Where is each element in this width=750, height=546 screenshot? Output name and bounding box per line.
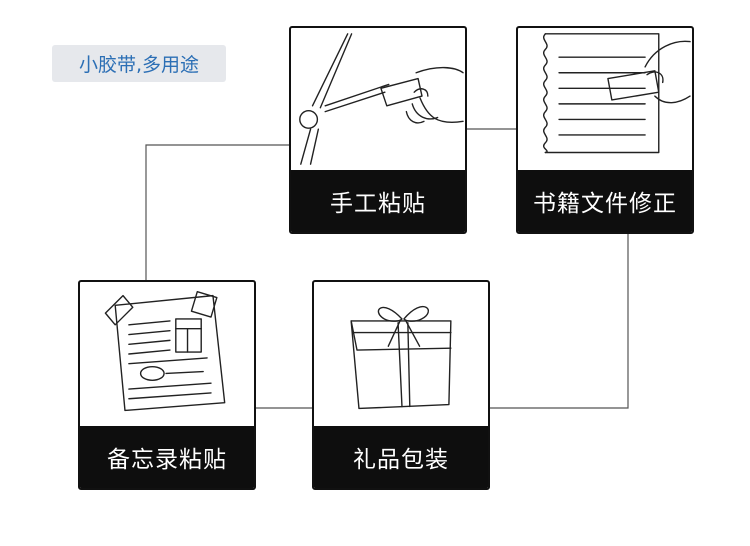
- card-book-label: 书籍文件修正: [518, 170, 692, 232]
- notebook-tape-icon: [518, 28, 692, 170]
- gift-box-icon: [314, 282, 488, 426]
- card-gift-label: 礼品包装: [314, 426, 488, 488]
- card-book: 书籍文件修正: [516, 26, 694, 234]
- card-memo: 备忘录粘贴: [78, 280, 256, 490]
- usage-tag: 小胶带,多用途: [52, 45, 226, 82]
- card-memo-label: 备忘录粘贴: [80, 426, 254, 488]
- memo-paper-icon: [80, 282, 254, 426]
- scissors-tape-icon: [291, 28, 465, 170]
- card-gift: 礼品包装: [312, 280, 490, 490]
- card-craft-label: 手工粘贴: [291, 170, 465, 232]
- card-craft: 手工粘贴: [289, 26, 467, 234]
